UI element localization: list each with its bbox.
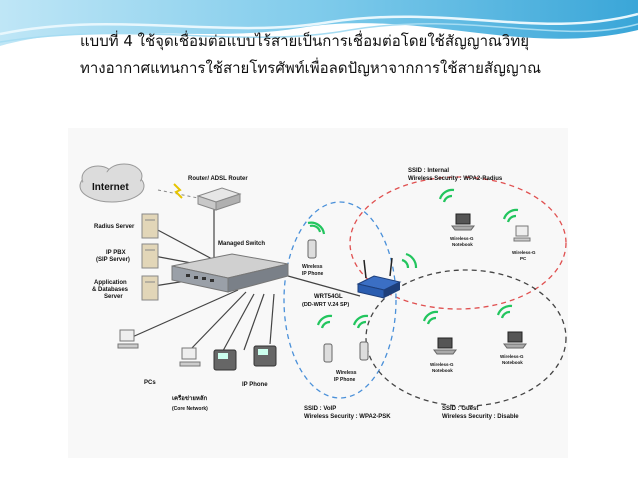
router-icon	[196, 187, 242, 211]
wifi-signal-icon	[401, 252, 418, 269]
wireless-ip-phone-bottom-label-2: IP Phone	[334, 377, 356, 383]
managed-switch-icon	[171, 253, 289, 293]
core-network-label-1: เครือข่ายหลัก	[172, 394, 208, 402]
wg-notebook-right-label-1: Wireless-G	[500, 354, 524, 359]
wifi-signal-icon	[316, 314, 333, 329]
ssid-guest-zone	[365, 269, 567, 407]
ssid-internal-label: SSID : Internal	[408, 168, 449, 174]
ssid-voip-label: SSID : VoIP	[304, 406, 336, 412]
wifi-signal-icon	[352, 314, 369, 329]
internet-cloud-icon	[79, 163, 145, 203]
notebook-icon	[451, 213, 475, 231]
slide-title: แบบที่ 4 ใช้จุดเชื่อมต่อแบบไร้สายเป็นการ…	[80, 28, 628, 82]
wg-notebook-mid-label-2: Notebook	[432, 368, 453, 373]
app-db-label-1: Application	[94, 280, 127, 286]
ip-phone-icon	[253, 345, 277, 367]
pc-icon	[179, 347, 201, 367]
wireless-ip-phone-bottom-label-1: Wireless	[336, 370, 357, 376]
wg-notebook-top-label-1: Wireless-G	[450, 236, 474, 241]
radius-server-label: Radius Server	[94, 224, 135, 230]
app-db-label-3: Server	[104, 294, 123, 300]
pcs-label: PCs	[144, 380, 156, 386]
ssid-voip-zone	[283, 201, 397, 399]
wifi-signal-icon	[496, 304, 513, 319]
ssid-internal-zone	[349, 176, 567, 310]
wg-notebook-mid-label-1: Wireless-G	[430, 362, 454, 367]
security-guest-label: Wireless Security : Disable	[442, 414, 519, 420]
wg-notebook-top-label-2: Notebook	[452, 242, 473, 247]
pc-icon	[513, 225, 531, 242]
notebook-icon	[433, 337, 457, 355]
pc-icon	[117, 329, 139, 349]
core-network-label-2: (Core Network)	[172, 406, 208, 412]
app-db-label-2: & Databases	[92, 287, 129, 293]
wg-pc-label-2: PC	[520, 256, 527, 261]
wireless-ip-phone-top-label-2: IP Phone	[302, 271, 324, 277]
slide-banner	[0, 0, 638, 46]
wireless-ip-phone-top-label-1: Wireless	[302, 264, 323, 270]
wg-pc-label-1: Wireless-G	[512, 250, 536, 255]
managed-switch-label: Managed Switch	[218, 241, 265, 247]
wireless-phone-icon	[359, 341, 369, 361]
wg-notebook-right-label-2: Notebook	[502, 360, 523, 365]
wrt-label-1: WRT54GL	[314, 294, 343, 300]
app-db-server-icon	[141, 275, 159, 301]
wifi-signal-icon	[422, 310, 439, 325]
wifi-signal-icon	[307, 221, 326, 235]
wifi-signal-icon	[502, 208, 519, 223]
wireless-phone-icon	[323, 343, 333, 363]
security-internal-label: Wireless Security : WPA2-Radius	[408, 176, 503, 182]
title-line-2: ทางอากาศแทนการใช้สายโทรศัพท์เพื่อลดปัญหา…	[80, 59, 541, 77]
security-voip-label: Wireless Security : WPA2-PSK	[304, 414, 391, 420]
wireless-router-icon	[356, 257, 402, 299]
ip-phone-icon	[213, 349, 237, 371]
ssid-guest-label: SSID : Guest	[442, 406, 478, 412]
internet-label: Internet	[92, 182, 129, 193]
radius-server-icon	[141, 213, 159, 239]
ip-pbx-label-1: IP PBX	[106, 250, 126, 256]
network-diagram: Internet Router/ ADSL Router Radius Serv…	[68, 128, 568, 458]
wifi-signal-icon	[438, 188, 455, 203]
notebook-icon	[503, 331, 527, 349]
title-line-1: แบบที่ 4 ใช้จุดเชื่อมต่อแบบไร้สายเป็นการ…	[80, 32, 530, 50]
wrt-label-2: (DD-WRT V.24 SP)	[302, 302, 349, 308]
ip-phone-label: IP Phone	[242, 382, 268, 388]
wireless-phone-icon	[307, 239, 317, 259]
ip-pbx-server-icon	[141, 243, 159, 269]
router-label: Router/ ADSL Router	[188, 176, 248, 182]
ip-pbx-label-2: (SIP Server)	[96, 257, 130, 263]
